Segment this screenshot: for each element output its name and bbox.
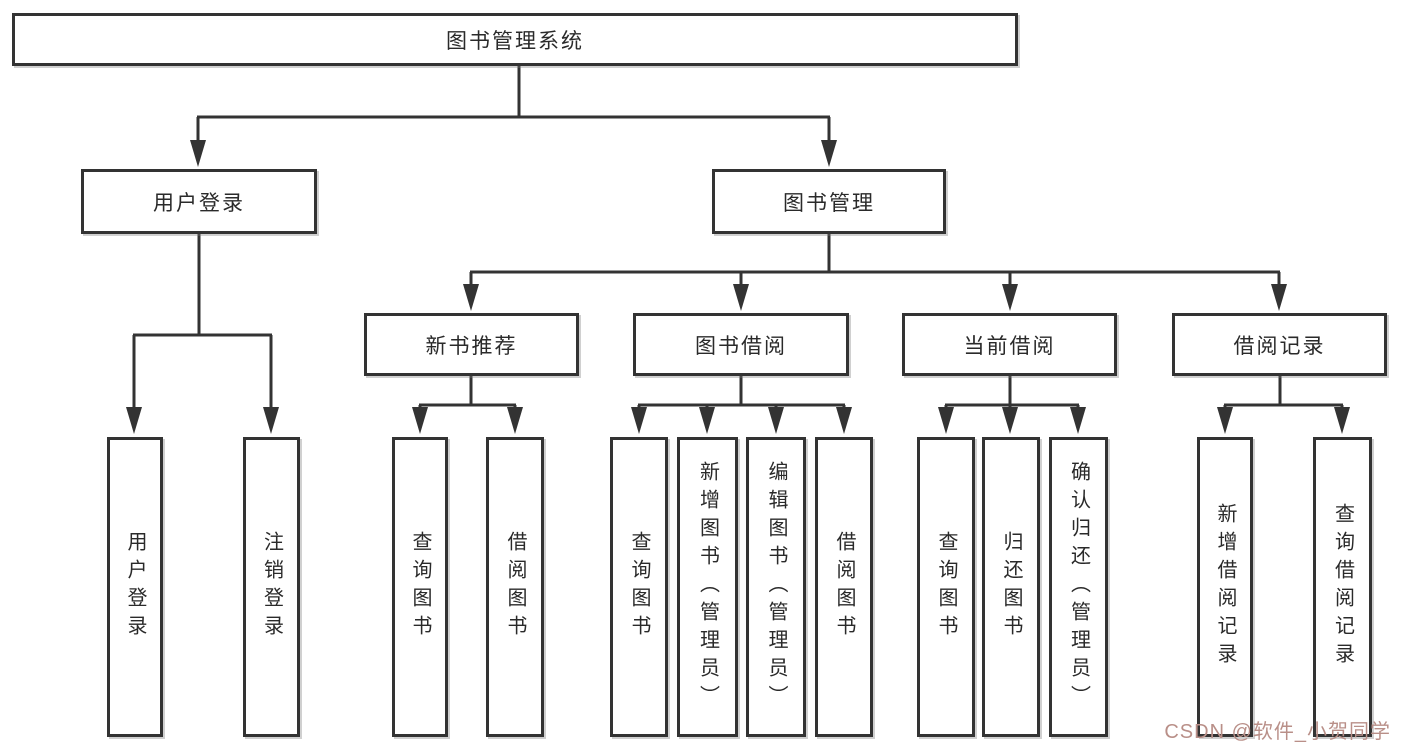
node-book-borrow: 图书借阅 bbox=[633, 313, 849, 376]
leaf-current-query-books: 查询图书 bbox=[917, 437, 975, 737]
csdn-watermark: CSDN @软件_小贺同学 bbox=[1164, 721, 1391, 743]
leaf-newbook-query-books: 查询图书 bbox=[392, 437, 448, 737]
leaf-borrow-edit-books-admin: 编辑图书（管理员） bbox=[746, 437, 806, 737]
arrowheads bbox=[126, 140, 1350, 434]
node-user-login: 用户登录 bbox=[81, 169, 317, 234]
leaf-borrow-query-books: 查询图书 bbox=[610, 437, 668, 737]
leaf-user-login: 用户登录 bbox=[107, 437, 163, 737]
leaf-borrow-add-books-admin: 新增图书（管理员） bbox=[677, 437, 738, 737]
node-user-login-label: 用户登录 bbox=[153, 191, 245, 215]
node-book-management-label: 图书管理 bbox=[783, 191, 875, 215]
leaf-borrow-borrow-books: 借阅图书 bbox=[815, 437, 873, 737]
leaf-records-add-record: 新增借阅记录 bbox=[1197, 437, 1253, 737]
leaf-logout: 注销登录 bbox=[243, 437, 300, 737]
node-root-label: 图书管理系统 bbox=[446, 29, 584, 53]
node-borrow-records-label: 借阅记录 bbox=[1233, 334, 1326, 358]
node-borrow-records: 借阅记录 bbox=[1172, 313, 1387, 376]
node-current-borrow-label: 当前借阅 bbox=[963, 334, 1056, 358]
node-book-borrow-label: 图书借阅 bbox=[695, 334, 787, 358]
node-new-book-recommend: 新书推荐 bbox=[364, 313, 579, 376]
node-book-management: 图书管理 bbox=[712, 169, 946, 234]
leaf-newbook-borrow-books: 借阅图书 bbox=[486, 437, 544, 737]
node-root: 图书管理系统 bbox=[12, 13, 1018, 66]
leaf-records-query-record: 查询借阅记录 bbox=[1313, 437, 1372, 737]
node-current-borrow: 当前借阅 bbox=[902, 313, 1117, 376]
node-new-book-recommend-label: 新书推荐 bbox=[425, 334, 518, 358]
leaf-current-confirm-return-admin: 确认归还（管理员） bbox=[1049, 437, 1108, 737]
leaf-current-return-books: 归还图书 bbox=[982, 437, 1040, 737]
